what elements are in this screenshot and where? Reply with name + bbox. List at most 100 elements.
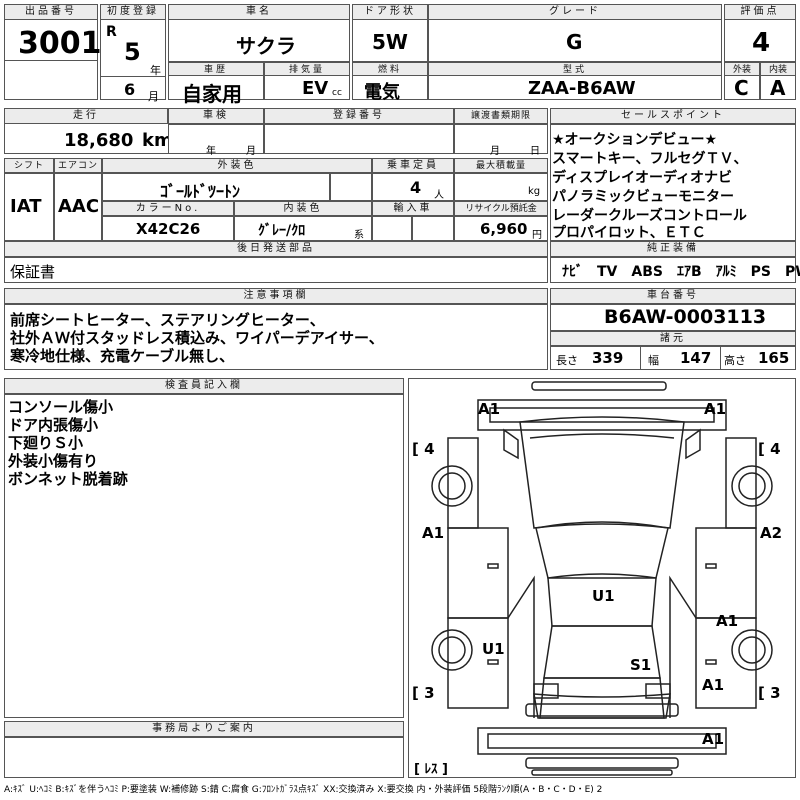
spec-length: 339: [592, 349, 624, 367]
divider: [720, 346, 721, 370]
exterior-color-cell: [102, 173, 330, 201]
notes-cell: [4, 304, 548, 370]
recycle-header: リサイクル預託金: [454, 201, 548, 216]
spec-height: 165: [758, 349, 790, 367]
mark-front-right: A1: [704, 400, 727, 418]
exterior-color-extra: [330, 173, 372, 201]
rear-bumper-shape: [525, 703, 679, 717]
shift: IAT: [10, 196, 42, 217]
first-reg-cell: [100, 4, 166, 100]
model-code-header: 型式: [428, 62, 722, 76]
car-name: サクラ: [236, 34, 296, 58]
inspection-month-unit: 月: [246, 146, 256, 157]
spec-length-label: 長さ: [556, 354, 578, 367]
front-panel-inner-shape: [489, 407, 715, 423]
mark-spare: [ ﾚｽ ]: [414, 762, 448, 777]
color-no-header: カラーNo.: [102, 201, 234, 216]
sales-points-header: セールスポイント: [550, 108, 796, 124]
mark-right-fender: A2: [760, 524, 783, 542]
import-header: 輸入車: [372, 201, 454, 216]
inspector-note: 下廻りＳ小: [8, 434, 84, 452]
front-bumper-shape: [531, 381, 667, 391]
grade-header: グレード: [428, 4, 722, 20]
lot-header: 出品番号: [4, 4, 98, 20]
recycle: 6,960: [480, 220, 528, 238]
capacity: 4: [410, 178, 422, 197]
inspection-year-unit: 年: [206, 146, 216, 157]
sales-point: ★オークションデビュー★: [552, 132, 718, 148]
fuel-header: 燃料: [352, 62, 428, 76]
car-name-header: 車名: [168, 4, 350, 20]
mark-rear-bumper: A1: [702, 730, 725, 748]
sales-point: ディスプレイオーディオナビ: [552, 170, 733, 186]
car-diagram-svg: [431, 381, 773, 776]
office-cell: [4, 737, 404, 778]
note-line: 前席シートヒーター、ステアリングヒーター、: [10, 311, 325, 329]
year-value: 5: [124, 38, 141, 66]
inspection-cell: [168, 124, 264, 154]
front-panel-shape: [477, 399, 727, 431]
score-header: 評価点: [724, 4, 796, 20]
aircon: AAC: [58, 196, 100, 217]
sales-point: パノラミックビューモニター: [552, 189, 734, 205]
later-parts-cell: [4, 257, 548, 283]
sales-point: プロパイロット、ＥＴＣ: [552, 225, 706, 241]
inspector-cell: [4, 394, 404, 718]
legend-text: A:ｷｽﾞ U:ﾍｺﾐ B:ｷｽﾞを伴うﾍｺﾐ P:要塗装 W:補修跡 S:錆 …: [4, 785, 603, 795]
shift-cell: [4, 173, 54, 241]
ext-score-header: 外装: [724, 62, 760, 76]
left-mirror-shape: [503, 428, 519, 460]
displacement: EV: [302, 78, 329, 99]
later-parts-header: 後日発送部品: [4, 241, 548, 257]
standard-equip-header: 純正装備: [550, 241, 796, 257]
sales-point: スマートキー、フルセグＴＶ、: [552, 151, 748, 167]
divider: [4, 60, 98, 61]
era: R: [106, 24, 117, 40]
sales-point: レーダークルーズコントロール: [552, 208, 747, 224]
lot-number: 3001: [18, 26, 102, 61]
transfer-docs-cell: [454, 124, 548, 154]
right-front-fender-shape: [725, 437, 757, 529]
model-code: ZAA-B6AW: [528, 78, 636, 99]
left-rear-door-shape: [447, 617, 509, 709]
exterior-color-header: 外装色: [102, 158, 372, 173]
mark-left-rear-door: U1: [482, 640, 505, 658]
spec-width: 147: [680, 349, 712, 367]
displacement-header: 排気量: [264, 62, 350, 76]
interior-color-header: 内装色: [234, 201, 372, 216]
lot-cell: [4, 4, 98, 100]
wheel-rl-shape: [431, 629, 473, 671]
right-pillar-shape: [669, 575, 697, 718]
color-no: X42C26: [136, 220, 201, 238]
mark-right-rear: A1: [702, 676, 725, 694]
divider: [640, 346, 641, 370]
displacement-unit: cc: [332, 88, 342, 98]
grade: G: [566, 30, 583, 54]
hood-shape: [519, 416, 685, 529]
inspector-note: コンソール傷小: [8, 398, 114, 416]
capacity-unit: 人: [434, 190, 444, 201]
notes-header: 注意事項欄: [4, 288, 548, 304]
fuel: 電気: [364, 82, 400, 103]
later-parts: 保証書: [10, 263, 56, 281]
chassis-cell: [550, 304, 796, 331]
mark-tire-rr: [ 3: [758, 684, 781, 702]
left-pillar-shape: [507, 575, 535, 718]
aircon-header: エアコン: [54, 158, 102, 173]
rear-panel-shape: [477, 727, 727, 755]
history: 自家用: [182, 82, 242, 106]
mark-tire-rl: [ 3: [412, 684, 435, 702]
capacity-header: 乗車定員: [372, 158, 454, 173]
import-cell-a: [372, 216, 412, 241]
sales-points-cell: [550, 124, 796, 241]
reg-no-header: 登録番号: [264, 108, 454, 124]
shift-header: シフト: [4, 158, 54, 173]
mark-front-left: A1: [478, 400, 501, 418]
chassis-number: B6AW-0003113: [604, 306, 767, 328]
inspector-header: 検査員記入欄: [4, 378, 404, 394]
load-unit: kg: [528, 186, 541, 197]
spec-height-label: 高さ: [724, 354, 746, 367]
recycle-cell: [454, 216, 548, 241]
mark-trunk: S1: [630, 656, 652, 674]
door-header: ドア形状: [352, 4, 428, 20]
